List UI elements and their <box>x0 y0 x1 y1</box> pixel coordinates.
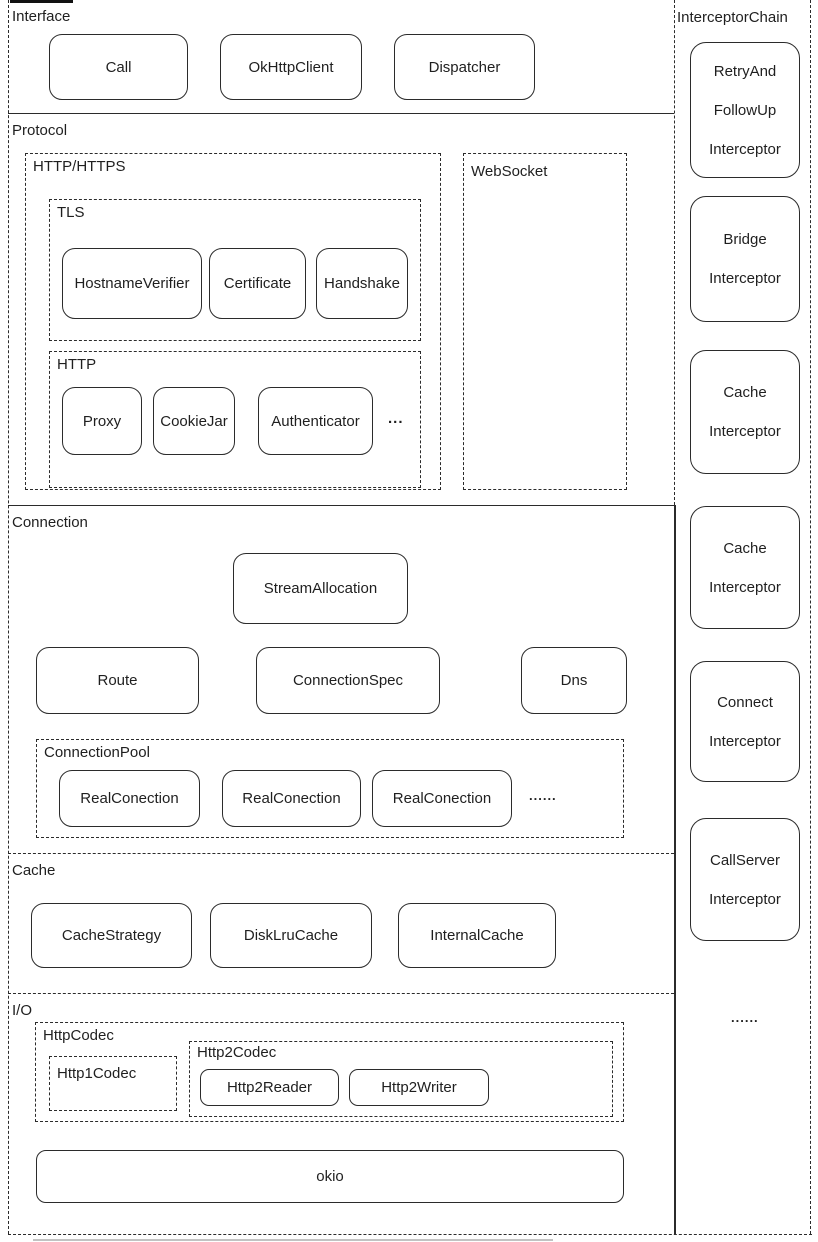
interceptor-line: Interceptor <box>709 890 781 908</box>
box-proxy: Proxy <box>62 387 142 455</box>
box-authenticator-label: Authenticator <box>271 412 360 430</box>
group-tls: TLS HostnameVerifier Certificate Handsha… <box>49 199 421 341</box>
group-tls-label: TLS <box>57 204 85 221</box>
box-cache-interceptor-2: Cache Interceptor <box>690 506 800 629</box>
section-label-interface: Interface <box>12 8 71 25</box>
interceptor-line: Interceptor <box>709 423 781 440</box>
interface-protocol-divider <box>8 113 674 114</box>
section-label-protocol: Protocol <box>12 122 68 139</box>
group-websocket: WebSocket <box>463 153 627 490</box>
group-connectionpool: ConnectionPool RealConection RealConecti… <box>36 739 624 838</box>
group-http2codec-label: Http2Codec <box>197 1044 277 1061</box>
cache-io-divider <box>8 993 674 994</box>
group-http: HTTP Proxy CookieJar Authenticator ... <box>49 351 421 488</box>
box-cachestrategy: CacheStrategy <box>31 903 192 968</box>
box-hostnameverifier: HostnameVerifier <box>62 248 202 319</box>
box-retryandfollowup-interceptor: RetryAnd FollowUp Interceptor <box>690 42 800 178</box>
interceptorchain-ellipsis: ...... <box>731 1010 759 1025</box>
http-ellipsis: ... <box>388 410 404 427</box>
box-disklrucache-label: DiskLruCache <box>243 927 339 944</box>
protocol-connection-divider <box>8 505 674 506</box>
group-http-https: HTTP/HTTPS TLS HostnameVerifier Certific… <box>25 153 441 490</box>
box-bridge-interceptor: Bridge Interceptor <box>690 196 800 322</box>
interceptor-line: CallServer <box>709 851 781 869</box>
interceptor-line: Interceptor <box>709 732 781 750</box>
box-dispatcher: Dispatcher <box>394 34 535 100</box>
box-realconection-1-label: RealConection <box>80 790 179 807</box>
box-disklrucache: DiskLruCache <box>210 903 372 968</box>
box-connectionspec-label: ConnectionSpec <box>292 672 404 689</box>
group-websocket-label: WebSocket <box>471 163 548 180</box>
interceptor-line: Interceptor <box>709 270 781 287</box>
interceptor-line: RetryAnd <box>713 62 777 80</box>
interceptor-line: Connect <box>717 693 773 711</box>
box-internalcache: InternalCache <box>398 903 556 968</box>
bottom-crop-artifact <box>33 1239 553 1241</box>
box-realconection-3: RealConection <box>372 770 512 827</box>
box-call-label: Call <box>105 58 132 76</box>
box-realconection-1: RealConection <box>59 770 200 827</box>
box-connectionspec: ConnectionSpec <box>256 647 440 714</box>
box-cookiejar-label: CookieJar <box>160 412 228 430</box>
box-dispatcher-label: Dispatcher <box>428 58 501 76</box>
connection-cache-divider <box>8 853 674 854</box>
box-call: Call <box>49 34 188 100</box>
top-crop-artifact <box>10 0 73 3</box>
box-certificate-label: Certificate <box>223 275 292 292</box>
box-authenticator: Authenticator <box>258 387 373 455</box>
interceptor-line: FollowUp <box>713 101 777 119</box>
box-realconection-3-label: RealConection <box>392 790 492 807</box>
group-connectionpool-label: ConnectionPool <box>44 744 150 761</box>
left-region-left-border <box>8 0 9 1234</box>
interceptor-line: Interceptor <box>709 578 781 596</box>
box-handshake: Handshake <box>316 248 408 319</box>
box-certificate: Certificate <box>209 248 306 319</box>
box-handshake-label: Handshake <box>324 275 400 292</box>
box-proxy-label: Proxy <box>82 412 122 430</box>
box-http2reader-label: Http2Reader <box>226 1079 313 1096</box>
box-callserver-interceptor: CallServer Interceptor <box>690 818 800 941</box>
group-http-https-label: HTTP/HTTPS <box>33 158 126 175</box>
interceptor-line: Interceptor <box>709 140 781 158</box>
interceptor-column-left-border-dashed <box>674 0 675 505</box>
box-http2reader: Http2Reader <box>200 1069 339 1106</box>
interceptor-line: Cache <box>723 539 767 557</box>
section-label-io: I/O <box>12 1002 33 1019</box>
box-okio-label: okio <box>316 1168 344 1185</box>
box-cookiejar: CookieJar <box>153 387 235 455</box>
box-internalcache-label: InternalCache <box>430 927 524 944</box>
box-hostnameverifier-label: HostnameVerifier <box>74 275 190 292</box>
box-realconection-2-label: RealConection <box>242 790 341 807</box>
group-httpcodec: HttpCodec Http1Codec Http2Codec Http2Rea… <box>35 1022 624 1122</box>
box-okhttpclient: OkHttpClient <box>220 34 362 100</box>
box-cachestrategy-label: CacheStrategy <box>61 927 162 944</box>
box-dns: Dns <box>521 647 627 714</box>
box-dns-label: Dns <box>560 672 588 689</box>
interceptor-column-right-border <box>810 0 811 1234</box>
connectionpool-ellipsis: ...... <box>529 788 557 803</box>
box-cache-interceptor-1: Cache Interceptor <box>690 350 800 474</box>
section-label-connection: Connection <box>12 514 88 531</box>
interceptor-column-left-border-solid <box>674 505 676 1234</box>
section-label-interceptorchain: InterceptorChain <box>677 9 788 26</box>
box-streamallocation-label: StreamAllocation <box>263 580 378 597</box>
group-httpcodec-label: HttpCodec <box>43 1027 114 1044</box>
box-http2writer-label: Http2Writer <box>381 1079 457 1096</box>
bottom-border <box>8 1234 812 1235</box>
box-http2writer: Http2Writer <box>349 1069 489 1106</box>
box-connect-interceptor: Connect Interceptor <box>690 661 800 782</box>
box-okhttpclient-label: OkHttpClient <box>248 58 334 76</box>
section-label-cache: Cache <box>12 862 56 879</box>
box-route: Route <box>36 647 199 714</box>
box-route-label: Route <box>97 672 138 689</box>
box-realconection-2: RealConection <box>222 770 361 827</box>
group-http2codec: Http2Codec Http2Reader Http2Writer <box>189 1041 613 1117</box>
interceptor-line: Bridge <box>723 231 767 248</box>
box-streamallocation: StreamAllocation <box>233 553 408 624</box>
group-http-label: HTTP <box>57 356 97 373</box>
interceptor-line: Cache <box>723 384 767 401</box>
box-okio: okio <box>36 1150 624 1203</box>
group-http1codec-label: Http1Codec <box>57 1065 137 1082</box>
group-http1codec: Http1Codec <box>49 1056 177 1111</box>
